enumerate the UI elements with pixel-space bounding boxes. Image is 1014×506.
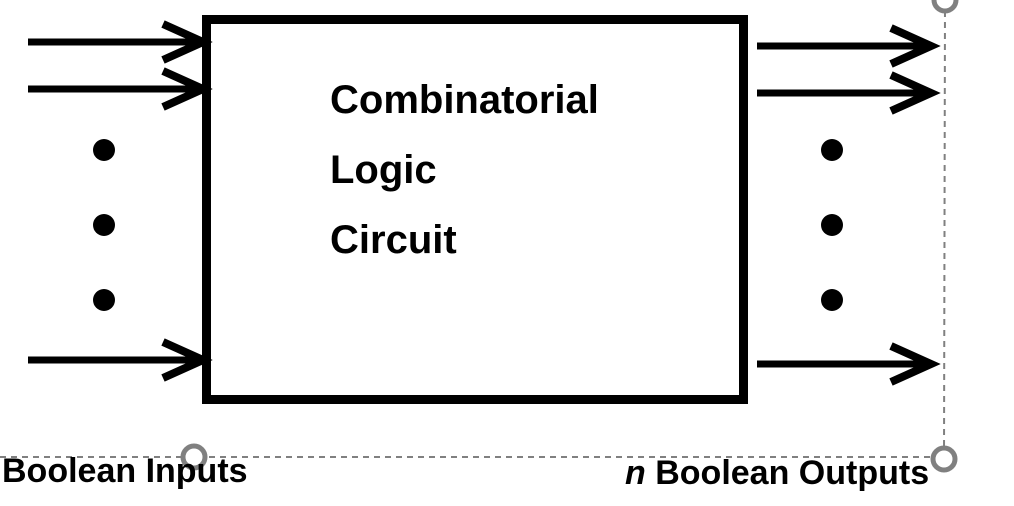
- selection-handle-top[interactable]: [931, 0, 959, 14]
- combinatorial-logic-block[interactable]: [202, 15, 748, 404]
- input-ellipsis: [93, 139, 115, 311]
- ellipsis-dot: [821, 139, 843, 161]
- block-label-line-1: Combinatorial: [330, 78, 599, 122]
- outputs-caption: n Boolean Outputs: [625, 456, 929, 490]
- ellipsis-dot: [93, 289, 115, 311]
- input-arrow-1[interactable]: [28, 20, 213, 64]
- block-label-line-2: Logic: [330, 148, 437, 192]
- arrowhead-icon: [161, 20, 213, 64]
- output-arrow-1[interactable]: [757, 24, 941, 68]
- block-label: Combinatorial Logic Circuit: [330, 80, 599, 290]
- arrowhead-icon: [161, 67, 213, 111]
- arrowhead-icon: [161, 338, 213, 382]
- input-arrow-2[interactable]: [28, 67, 213, 111]
- block-label-line-3: Circuit: [330, 218, 457, 262]
- selection-handle-corner[interactable]: [930, 445, 958, 473]
- selection-handle-left[interactable]: [180, 443, 208, 471]
- outputs-caption-rest: Boolean Outputs: [645, 454, 930, 492]
- arrowhead-icon: [889, 342, 941, 386]
- ellipsis-dot: [93, 139, 115, 161]
- output-ellipsis: [821, 139, 843, 311]
- arrowhead-icon: [889, 71, 941, 115]
- arrowhead-icon: [889, 24, 941, 68]
- outputs-count-variable: n: [625, 454, 646, 492]
- ellipsis-dot: [821, 214, 843, 236]
- ellipsis-dot: [93, 214, 115, 236]
- output-arrow-2[interactable]: [757, 71, 941, 115]
- selection-handles[interactable]: [180, 0, 959, 473]
- selection-guides: [0, 0, 946, 460]
- output-arrow-3[interactable]: [757, 342, 941, 386]
- input-arrow-3[interactable]: [28, 338, 213, 382]
- selection-guide-vertical[interactable]: [943, 0, 946, 460]
- inputs-caption: Boolean Inputs: [2, 452, 248, 490]
- ellipsis-dot: [821, 289, 843, 311]
